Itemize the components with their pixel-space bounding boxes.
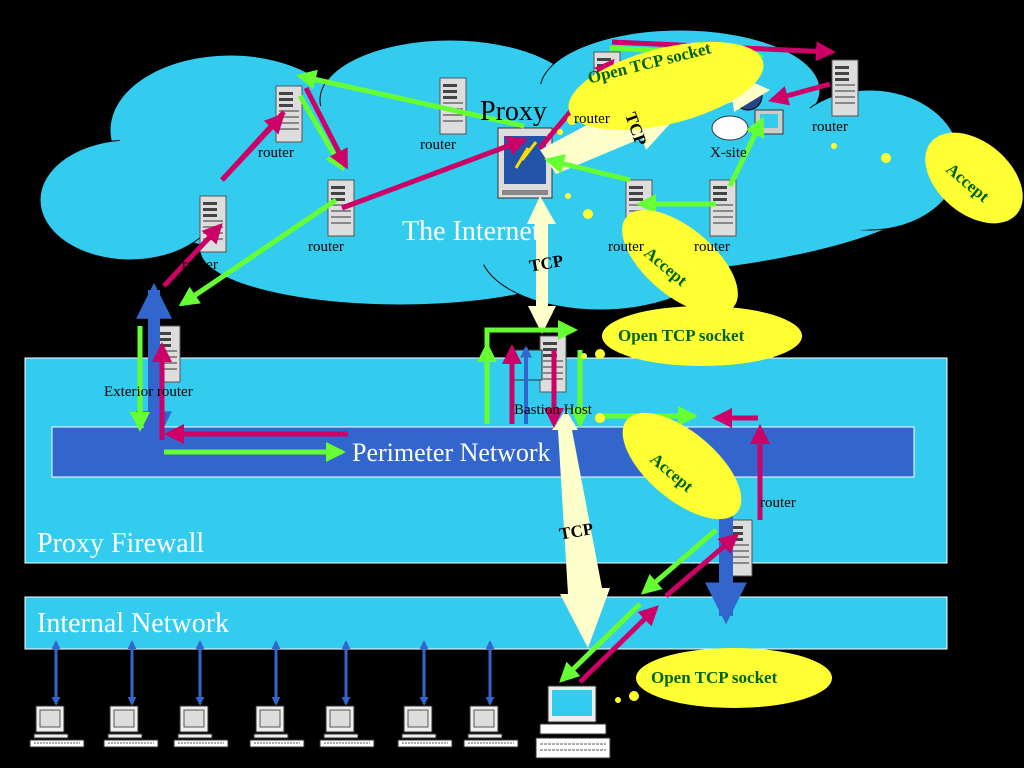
accept-bubble	[831, 132, 1023, 224]
magenta-arrows-internet	[162, 39, 836, 288]
router-label: router	[812, 119, 848, 135]
x-site-label: X-site	[710, 145, 747, 161]
proxy-firewall-label: Proxy Firewall	[37, 528, 205, 559]
router-label: router	[694, 239, 730, 255]
open-tcp-socket-text: Open TCP socket	[651, 668, 778, 687]
proxy-host-icon	[497, 127, 553, 199]
open-tcp-socket-bubble	[557, 41, 764, 135]
open-tcp-socket-text: Open TCP socket	[618, 326, 745, 345]
bastion-arrows	[477, 320, 758, 428]
router-label: router	[308, 239, 344, 255]
tcp-arrow-bastion-client	[552, 410, 610, 648]
exterior-router-label: Exterior router	[104, 384, 193, 400]
router-label: router	[420, 137, 456, 153]
open-tcp-socket-bubble	[615, 648, 832, 708]
exterior-router-arrows	[130, 282, 172, 448]
router-label: router	[608, 239, 644, 255]
router-server-icon	[831, 59, 859, 117]
router-server-icon	[327, 179, 355, 237]
internet-label: The Internet	[402, 216, 540, 247]
workstation-icon	[173, 705, 229, 748]
open-tcp-socket-bubble	[581, 306, 802, 366]
workstation-icon	[463, 705, 519, 748]
workstation-icon	[103, 705, 159, 748]
router-label: router	[574, 111, 610, 127]
router-label: router	[258, 145, 294, 161]
internal-network-label: Internal Network	[37, 608, 230, 639]
perimeter-arrows	[164, 424, 348, 462]
tcp-arrow-proxy-bastion	[527, 196, 556, 334]
proxy-label: Proxy	[480, 96, 547, 127]
router-server-icon	[709, 179, 737, 237]
accept-bubble	[565, 193, 738, 314]
interior-router-label: router	[760, 495, 796, 511]
workstation-icon	[319, 705, 375, 748]
workstation-icon	[249, 705, 305, 748]
workstation-icon	[29, 705, 85, 748]
perimeter-network-label: Perimeter Network	[352, 438, 551, 467]
accept-bubble	[595, 412, 742, 520]
internal-hosts	[29, 640, 519, 748]
workstation-icon	[397, 705, 453, 748]
router-label: router	[182, 257, 218, 273]
bastion-host-label: Bastion Host	[514, 402, 592, 418]
client-workstation-icon	[535, 685, 611, 759]
